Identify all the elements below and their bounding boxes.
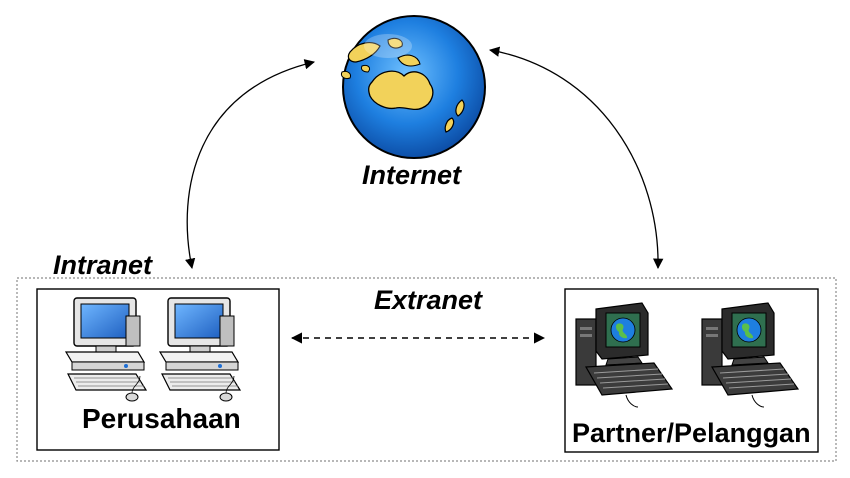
internet-partner-arrow xyxy=(488,46,664,270)
intranet-internet-arrow xyxy=(185,59,316,270)
partner-label: Partner/Pelanggan xyxy=(572,418,811,448)
internet-label: Internet xyxy=(362,160,462,190)
intranet-label: Intranet xyxy=(53,250,153,280)
globe-icon xyxy=(341,15,486,159)
extranet-label: Extranet xyxy=(374,285,483,315)
intranet-boundary xyxy=(16,277,837,462)
company-label: Perusahaan xyxy=(82,403,241,434)
